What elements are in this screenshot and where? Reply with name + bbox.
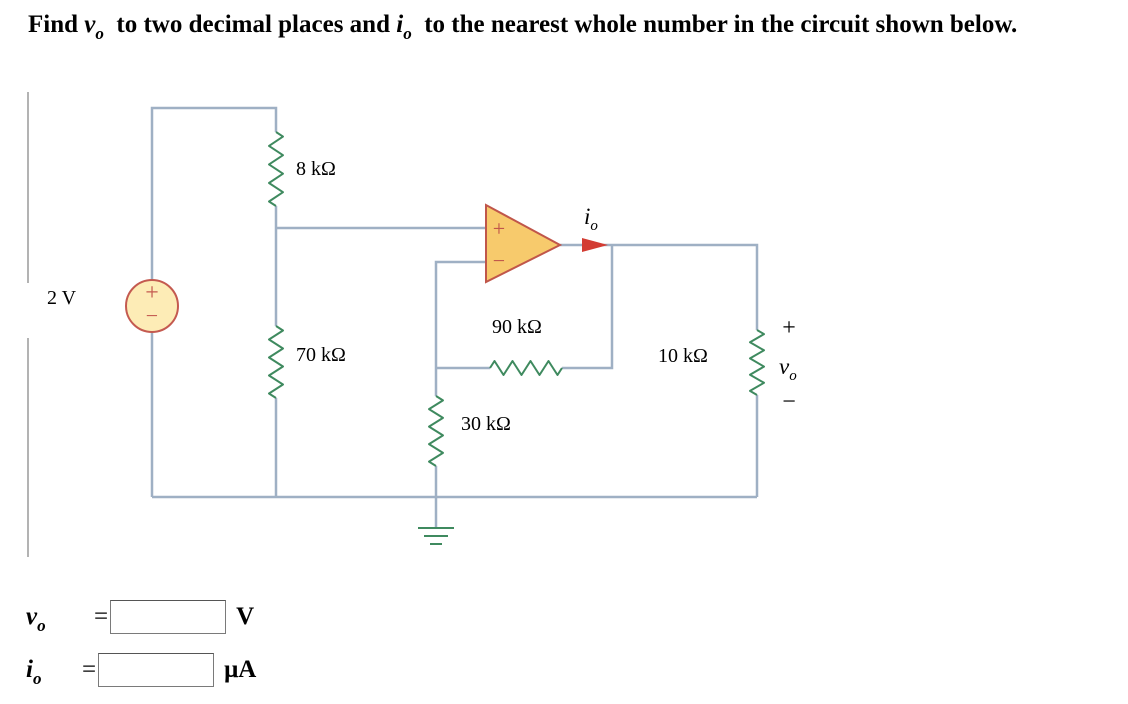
answer-row-vo: vo = V: [26, 597, 254, 637]
io-current-arrow: [582, 238, 608, 252]
source-voltage-label: 2 V: [47, 287, 77, 309]
resistor-70k-label: 70 kΩ: [296, 344, 346, 366]
question-text: Find vo to two decimal places and io to …: [28, 0, 1108, 49]
resistor-70k-zigzag: [268, 325, 284, 399]
io-unit-label: μA: [224, 656, 257, 683]
resistor-10k-label: 10 kΩ: [658, 345, 708, 367]
ground-symbol: [418, 527, 454, 545]
resistors: [268, 131, 765, 467]
opamp-plus-sign: +: [493, 216, 505, 241]
resistor-30k-zigzag: [428, 395, 444, 467]
vo-equals-sign: =: [94, 603, 109, 630]
question-v-variable: vo: [84, 11, 104, 43]
io-current-label: io: [584, 204, 598, 234]
source-minus-sign: −: [146, 303, 158, 328]
question-mid: to two decimal places and: [116, 11, 390, 38]
vo-minus-sign: −: [782, 389, 796, 415]
vo-answer-label: vo: [26, 603, 46, 635]
resistor-90k-zigzag: [489, 360, 563, 376]
wire-source-top: [150, 106, 278, 282]
answer-row-io: io = μA: [26, 650, 256, 690]
voltage-source: [125, 279, 179, 333]
io-equals-sign: =: [82, 656, 97, 683]
source-plus-sign: +: [145, 280, 159, 306]
wire-output-to-10k: [560, 243, 759, 330]
wire-minus-to-node: [434, 260, 486, 396]
vo-plus-sign: +: [782, 315, 796, 341]
opamp-triangle: [485, 203, 563, 284]
question-i-variable: io: [396, 11, 412, 43]
circuit-wires: [150, 106, 759, 528]
io-answer-label: io: [26, 656, 42, 688]
resistor-8k-label: 8 kΩ: [296, 158, 336, 180]
vo-answer-input[interactable]: [110, 600, 227, 634]
question-find: Find: [28, 11, 79, 38]
vo-output-label: vo: [779, 354, 797, 384]
opamp-minus-sign: −: [493, 248, 505, 273]
io-answer-input[interactable]: [98, 653, 215, 687]
vo-unit-label: V: [236, 603, 255, 630]
resistor-10k-zigzag: [749, 329, 765, 396]
wire-90k-to-output: [562, 245, 614, 370]
question-tail: to the nearest whole number in the circu…: [424, 11, 1018, 38]
resistor-30k-label: 30 kΩ: [461, 413, 511, 435]
resistor-8k-zigzag: [268, 131, 284, 207]
resistor-90k-label: 90 kΩ: [492, 316, 542, 338]
